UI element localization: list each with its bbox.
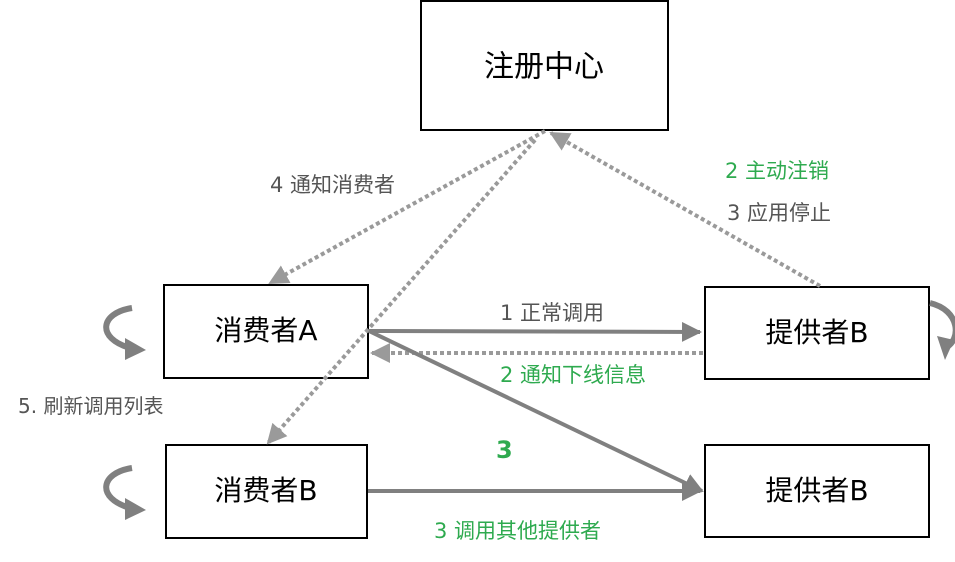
refresh-icon-b [103, 465, 146, 520]
consumer-b-label: 消费者B [214, 474, 317, 507]
refresh-icon-a [103, 305, 146, 360]
label-step-three: 3 [496, 436, 513, 464]
label-active-unregister: 2 主动注销 [725, 159, 829, 183]
registry-label: 注册中心 [484, 50, 604, 85]
arrow-provider-to-registry [549, 131, 821, 288]
provider-b-top-label: 提供者B [765, 316, 868, 349]
label-notify-consumer: 4 通知消费者 [270, 173, 395, 197]
arrow-registry-to-consumer-a [268, 129, 546, 285]
stop-loop-icon [929, 300, 955, 360]
consumer-b-box [165, 444, 368, 539]
arrow-consumer-a-to-provider-top [368, 321, 702, 342]
consumer-a-box [163, 284, 369, 379]
label-refresh-list: 5. 刷新调用列表 [18, 394, 163, 418]
registry-box [420, 0, 669, 131]
label-call-other-provider: 3 调用其他提供者 [434, 519, 601, 543]
provider-b-top-box [704, 286, 930, 380]
label-normal-call: 1 正常调用 [500, 301, 604, 325]
provider-b-bottom-label: 提供者B [765, 474, 868, 507]
arrow-consumer-a-to-provider-bottom [368, 329, 704, 493]
arrow-registry-to-consumer-b [266, 138, 537, 445]
label-app-stop: 3 应用停止 [727, 201, 831, 225]
provider-b-bottom-box [704, 444, 930, 538]
label-notify-offline: 2 通知下线信息 [500, 363, 646, 387]
consumer-a-label: 消费者A [214, 314, 317, 347]
